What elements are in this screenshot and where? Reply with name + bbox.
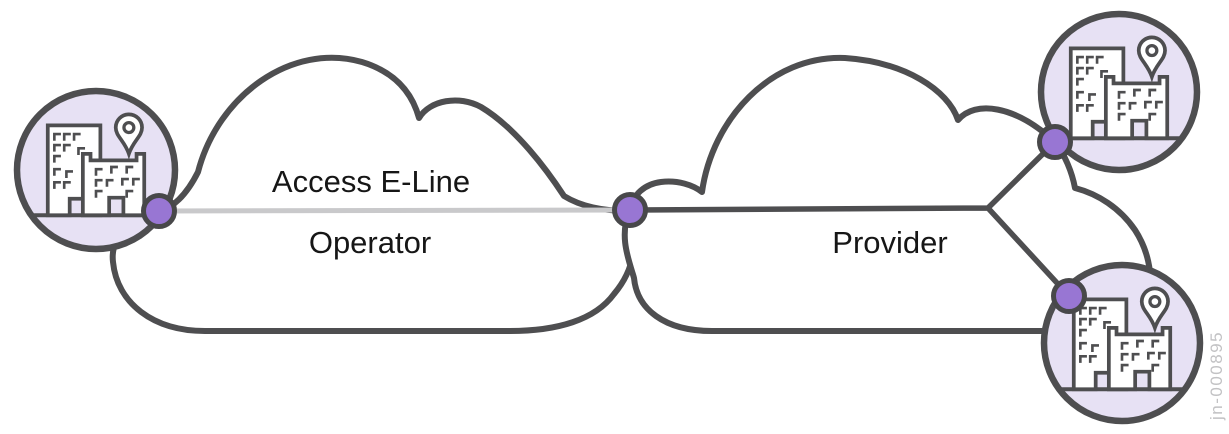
connection-dot-left [141,193,177,229]
cloud-operator [109,54,637,334]
access-e-line-label: Access E-Line [272,164,470,199]
buildings-with-location-pin-icon [32,112,160,218]
cloud-operator-outline [109,54,637,334]
site-customer-left [13,87,179,253]
provider-cloud-label: Provider [832,225,947,260]
buildings-with-location-pin-icon [1055,35,1183,141]
connection-dot-top-right [1037,124,1073,160]
site-customer-top-right [1037,10,1201,174]
provider-links [627,139,1072,299]
operator-cloud-label: Operator [309,225,431,260]
connection-dot-bottom-right [1051,278,1087,314]
figure-id-watermark: jn-000895 [1207,331,1226,421]
access-e-line-link [155,207,633,214]
connection-dot-junction [612,192,648,228]
